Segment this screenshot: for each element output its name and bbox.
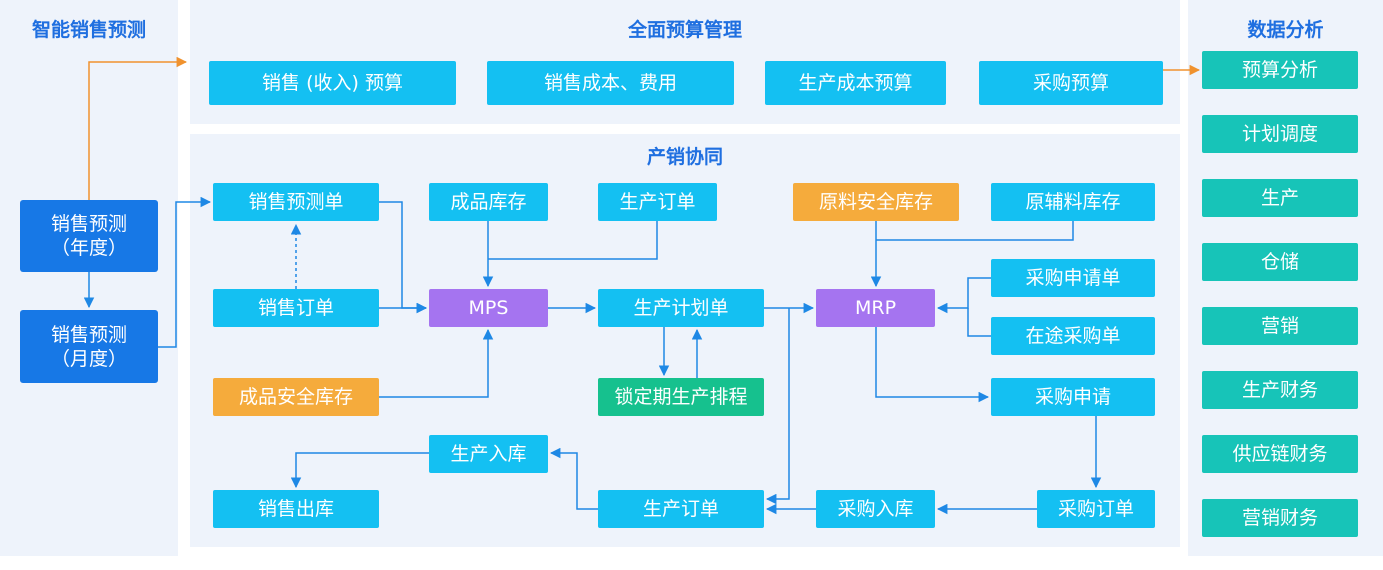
budget-purchase-box[interactable]: 采购预算 (979, 61, 1163, 105)
budget-sales-income-box[interactable]: 销售 (收入) 预算 (209, 61, 456, 105)
budget-title: 全面预算管理 (627, 19, 742, 41)
analysis-item-marketing-finance[interactable]: 营销财务 (1202, 499, 1358, 537)
sales-outbound-box[interactable]: 销售出库 (213, 490, 379, 528)
mps-box[interactable]: MPS (429, 289, 548, 327)
production-inbound-box[interactable]: 生产入库 (429, 435, 548, 473)
collab-title: 产销协同 (646, 146, 723, 168)
finished-safety-stock-box[interactable]: 成品安全库存 (213, 378, 379, 416)
mrp-box[interactable]: MRP (816, 289, 935, 327)
analysis-item-budget-analysis[interactable]: 预算分析 (1202, 51, 1358, 89)
analysis-item-supply-chain-finance[interactable]: 供应链财务 (1202, 435, 1358, 473)
finished-stock-box[interactable]: 成品库存 (429, 183, 548, 221)
production-order-top-box[interactable]: 生产订单 (598, 183, 717, 221)
budget-sales-cost-box[interactable]: 销售成本、费用 (487, 61, 734, 105)
analysis-item-plan-scheduling[interactable]: 计划调度 (1202, 115, 1358, 153)
sales-forecast-year-box[interactable]: 销售预测 （年度） (20, 200, 158, 272)
purchase-order-box[interactable]: 采购订单 (1037, 490, 1155, 528)
sales-forecast-month-box[interactable]: 销售预测 （月度） (20, 310, 158, 383)
analysis-item-production[interactable]: 生产 (1202, 179, 1358, 217)
production-plan-box[interactable]: 生产计划单 (598, 289, 764, 327)
sales-forecast-year-line2: （年度） (50, 237, 127, 259)
purchase-request-box[interactable]: 采购申请 (991, 378, 1155, 416)
forecast-title: 智能销售预测 (31, 19, 146, 41)
sales-forecast-year-line1: 销售预测 (50, 213, 127, 235)
analysis-item-warehousing[interactable]: 仓储 (1202, 243, 1358, 281)
purchase-request-order-box[interactable]: 采购申请单 (991, 259, 1155, 297)
material-safety-stock-box[interactable]: 原料安全库存 (793, 183, 959, 221)
analysis-title: 数据分析 (1247, 19, 1324, 41)
analysis-item-production-finance[interactable]: 生产财务 (1202, 371, 1358, 409)
forecast-panel (0, 0, 178, 556)
sales-order-box[interactable]: 销售订单 (213, 289, 379, 327)
production-order-bottom-box[interactable]: 生产订单 (598, 490, 764, 528)
locked-schedule-box[interactable]: 锁定期生产排程 (598, 378, 764, 416)
in-transit-purchase-box[interactable]: 在途采购单 (991, 317, 1155, 355)
sales-forecast-order-box[interactable]: 销售预测单 (213, 183, 379, 221)
analysis-item-marketing[interactable]: 营销 (1202, 307, 1358, 345)
budget-production-cost-box[interactable]: 生产成本预算 (765, 61, 946, 105)
sales-forecast-month-line2: （月度） (50, 347, 127, 370)
sales-forecast-month-line1: 销售预测 (50, 323, 127, 346)
purchase-inbound-box[interactable]: 采购入库 (816, 490, 935, 528)
raw-material-stock-box[interactable]: 原辅料库存 (991, 183, 1155, 221)
